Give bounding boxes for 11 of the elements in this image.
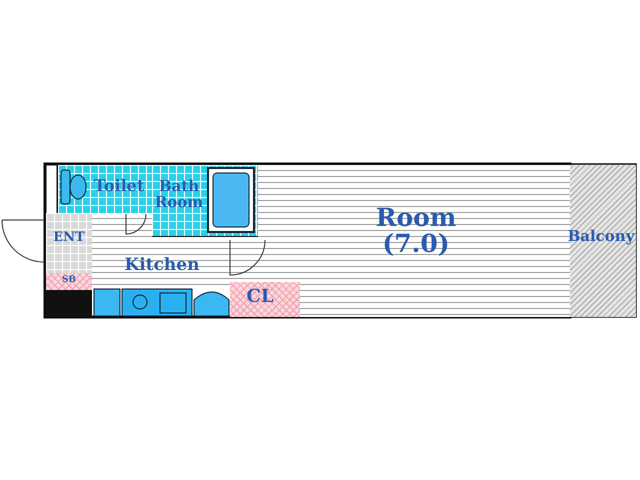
entrance-area bbox=[46, 213, 92, 273]
kitchen-label: Kitchen bbox=[124, 257, 200, 275]
closet-label: CL bbox=[246, 288, 274, 307]
balcony-area bbox=[570, 165, 636, 317]
kitchen-area bbox=[92, 237, 230, 288]
balcony-label: Balcony bbox=[566, 229, 636, 245]
shoe-box-label: SB bbox=[60, 276, 78, 286]
closet-area bbox=[230, 282, 300, 317]
shoe-box-area bbox=[46, 273, 92, 290]
room-label: Room (7.0) bbox=[374, 205, 458, 258]
entrance-label: ENT bbox=[52, 231, 86, 245]
